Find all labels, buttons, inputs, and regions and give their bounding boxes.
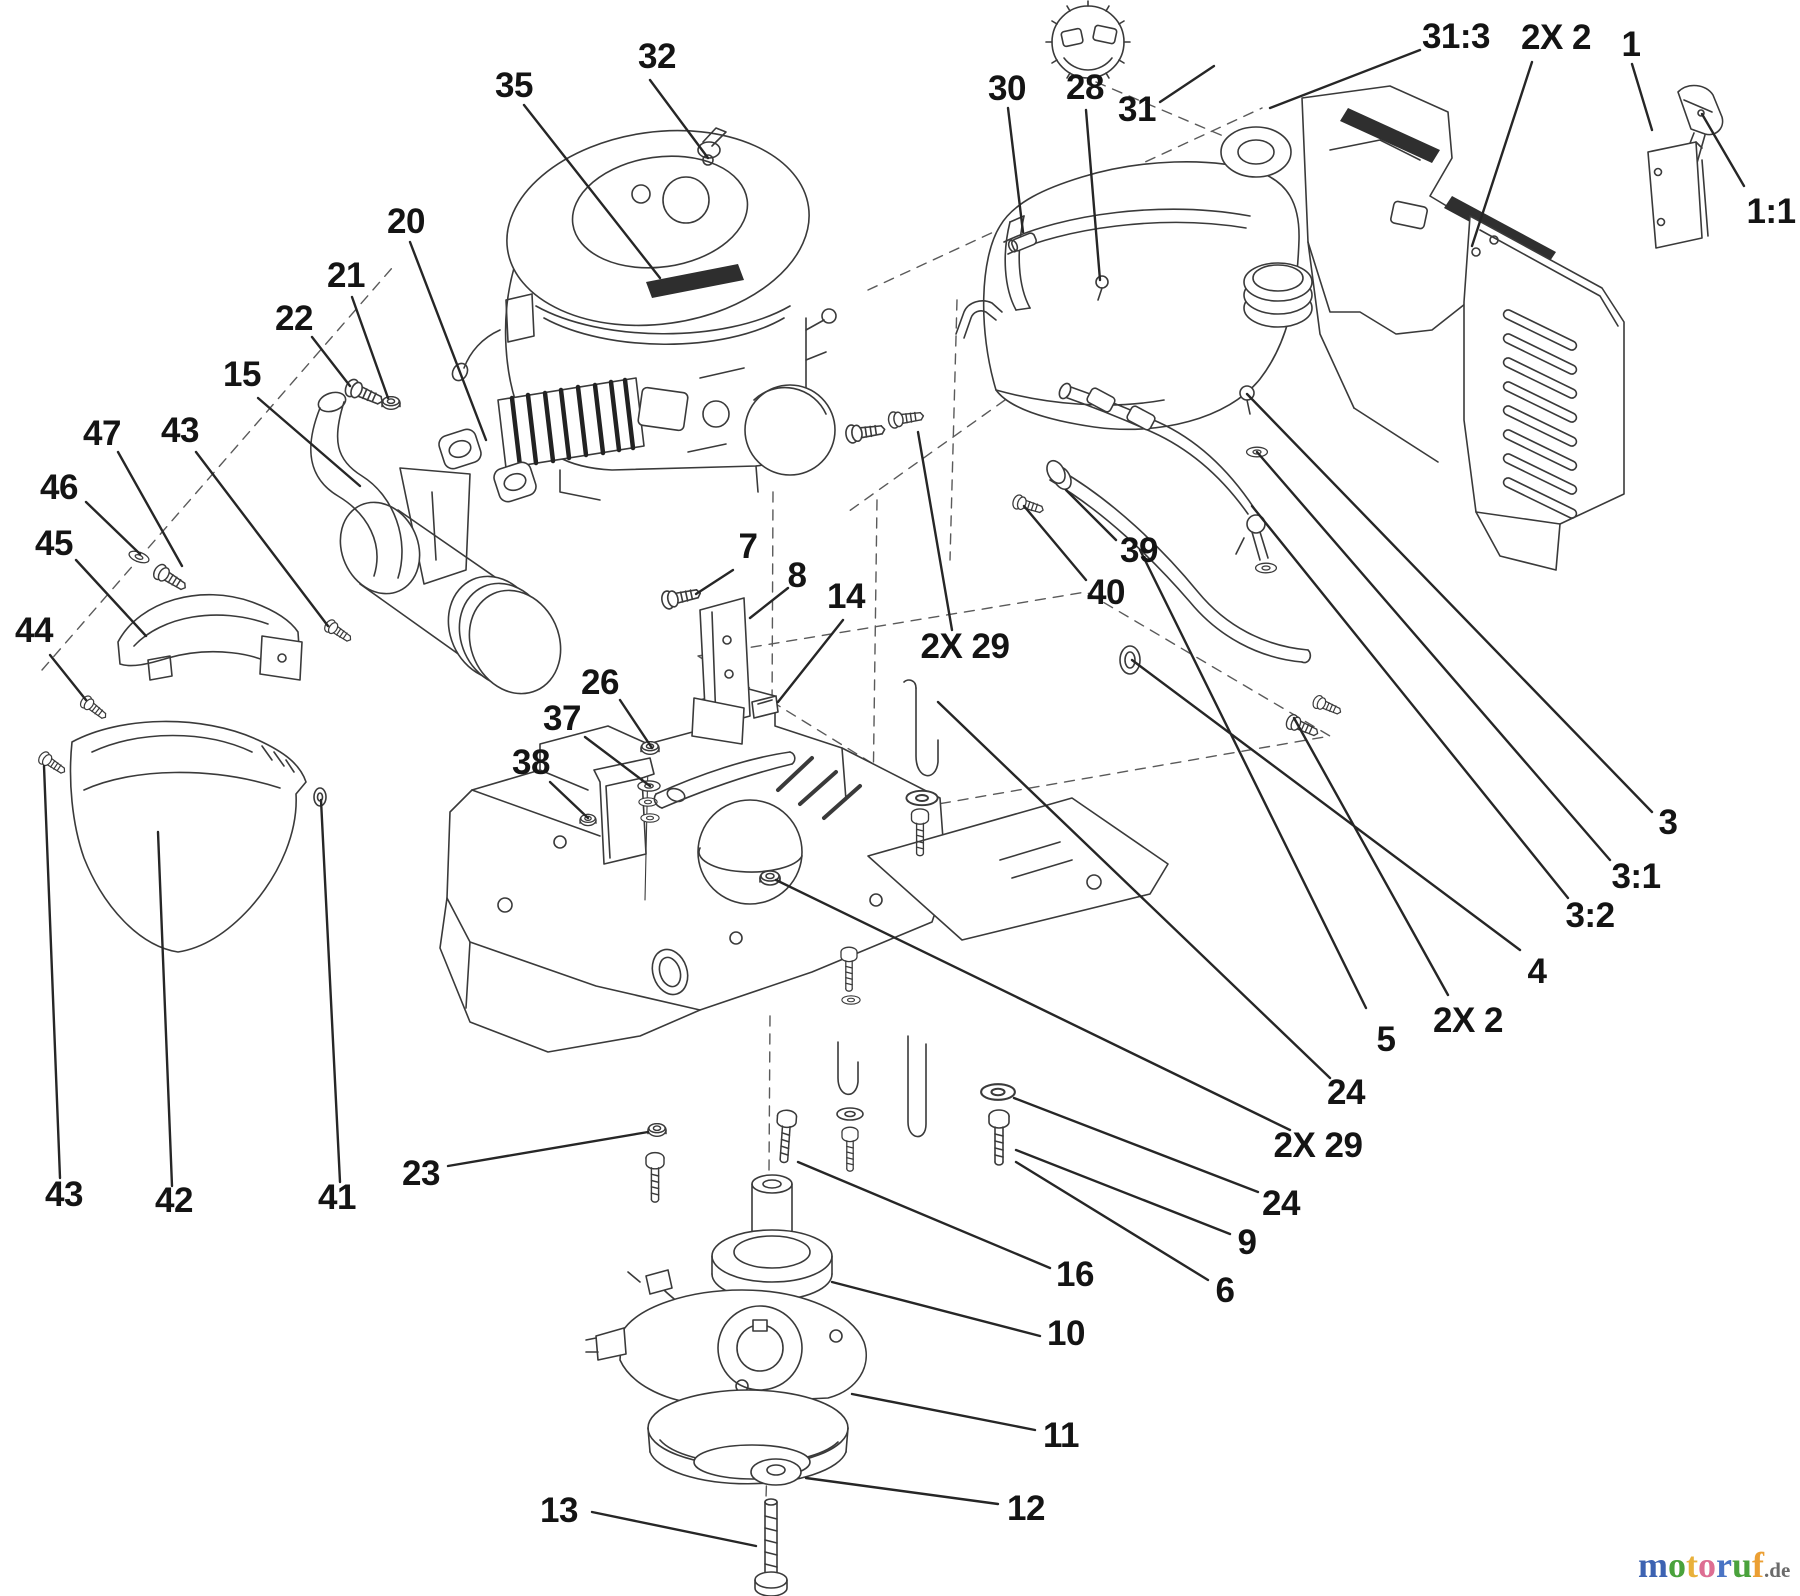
part-label-3: 3 <box>1658 803 1678 842</box>
part-label-20: 20 <box>387 202 425 241</box>
part-label-43-a: 43 <box>161 411 199 450</box>
part-label-37: 37 <box>543 699 581 738</box>
part-label-46: 46 <box>40 468 78 507</box>
leader-lines <box>42 48 1746 1548</box>
logo-letter: f <box>1752 1545 1765 1585</box>
part-label-42: 42 <box>155 1181 193 1220</box>
logo-letter: o <box>1698 1545 1716 1585</box>
part-label-9: 9 <box>1237 1223 1257 1262</box>
part-label-3-2: 3:2 <box>1565 896 1615 935</box>
frame-drawing <box>439 687 1169 1053</box>
part-label-2x29-b: 2X 29 <box>1273 1126 1363 1165</box>
part-label-2x2-a: 2X 2 <box>1521 18 1592 57</box>
logo-letter: o <box>1668 1545 1686 1585</box>
part-label-30: 30 <box>988 69 1026 108</box>
part-label-4: 4 <box>1527 952 1547 991</box>
part-label-31-3: 31:3 <box>1421 17 1491 56</box>
part-label-45: 45 <box>35 524 73 563</box>
muffler-drawing <box>339 467 562 695</box>
motoruf-logo[interactable]: motoruf.de <box>1638 1544 1790 1586</box>
logo-letter: m <box>1638 1545 1668 1585</box>
part-label-5: 5 <box>1376 1020 1396 1059</box>
logo-letter: t <box>1686 1545 1698 1585</box>
logo-suffix: .de <box>1764 1558 1791 1582</box>
clutch-drawing <box>585 1269 868 1596</box>
part-label-43-b: 43 <box>45 1175 83 1214</box>
fuel-cap-drawing <box>1045 0 1292 178</box>
part-label-32: 32 <box>638 37 676 76</box>
part-label-21: 21 <box>327 256 365 295</box>
part-label-24-a: 24 <box>1327 1073 1365 1112</box>
part-label-22: 22 <box>275 299 313 338</box>
covers-drawing <box>35 548 355 953</box>
part-label-41: 41 <box>318 1178 356 1217</box>
support-bracket-drawing <box>579 740 796 901</box>
part-label-26: 26 <box>581 663 619 702</box>
part-label-15: 15 <box>223 355 261 394</box>
part-label-2x2-b: 2X 2 <box>1433 1001 1504 1040</box>
part-label-3-1: 3:1 <box>1611 857 1661 896</box>
fuel-line-drawing <box>1010 382 1344 742</box>
part-label-35: 35 <box>495 66 533 105</box>
part-label-16: 16 <box>1056 1255 1094 1294</box>
part-label-44: 44 <box>15 611 53 650</box>
part-label-39: 39 <box>1120 531 1158 570</box>
part-label-38: 38 <box>512 743 550 782</box>
mount-hardware-drawing <box>645 679 1016 1203</box>
part-label-47: 47 <box>83 414 121 453</box>
part-label-8: 8 <box>787 556 807 595</box>
logo-letter: u <box>1731 1545 1753 1585</box>
part-label-6: 6 <box>1215 1271 1235 1310</box>
part-label-23: 23 <box>402 1154 440 1193</box>
part-label-14: 14 <box>827 577 865 616</box>
bracket-drawing <box>659 583 779 745</box>
part-label-40: 40 <box>1087 573 1125 612</box>
part-label-13: 13 <box>540 1491 578 1530</box>
exhaust-pipe-drawing <box>309 376 537 579</box>
engine-drawing <box>451 127 926 501</box>
pulley-drawing <box>711 1174 833 1301</box>
logo-letter: r <box>1716 1545 1732 1585</box>
part-label-7: 7 <box>738 527 758 566</box>
fuel-tank-drawing <box>955 161 1313 431</box>
part-label-28: 28 <box>1066 68 1104 107</box>
part-label-11: 11 <box>1043 1416 1080 1455</box>
part-label-31: 31 <box>1118 90 1156 129</box>
part-label-24-b: 24 <box>1262 1184 1300 1223</box>
dash-panel-drawing <box>1301 85 1625 571</box>
throttle-lever-drawing <box>1647 84 1724 249</box>
part-label-1: 1 <box>1621 25 1641 64</box>
part-label-1-1: 1:1 <box>1746 192 1796 231</box>
part-label-12: 12 <box>1007 1489 1045 1528</box>
part-label-10: 10 <box>1047 1314 1085 1353</box>
part-label-2x29-a: 2X 29 <box>920 627 1010 666</box>
